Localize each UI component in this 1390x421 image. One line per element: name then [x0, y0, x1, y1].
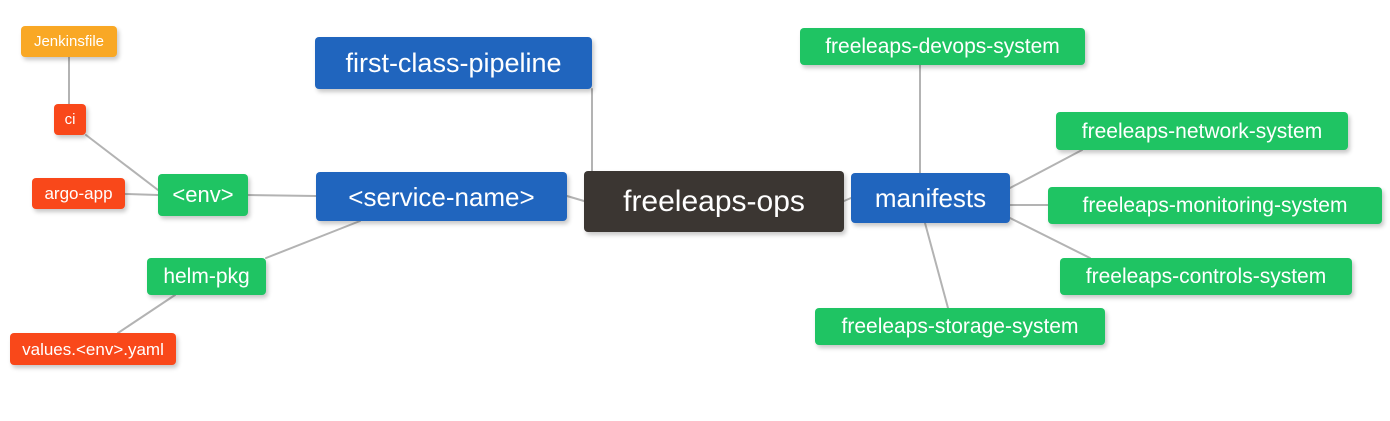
node-label-freeleaps-ops: freeleaps-ops — [623, 184, 805, 218]
node-label-freeleaps-network-system: freeleaps-network-system — [1081, 119, 1323, 143]
edge-freeleaps-ops-to-service-name — [566, 195, 585, 202]
node-env[interactable]: <env> — [158, 174, 248, 216]
node-label-freeleaps-monitoring-system: freeleaps-monitoring-system — [1082, 194, 1348, 217]
node-freeleaps-storage-system[interactable]: freeleaps-storage-system — [815, 308, 1105, 345]
edge-manifests-to-freeleaps-storage-system — [924, 222, 949, 309]
edge-freeleaps-ops-to-manifests — [843, 197, 852, 202]
edge-service-name-to-helm-pkg — [265, 220, 361, 259]
node-label-freeleaps-storage-system: freeleaps-storage-system — [841, 315, 1079, 338]
edge-helm-pkg-to-values-env-yaml — [117, 294, 176, 334]
node-freeleaps-ops[interactable]: freeleaps-ops — [584, 171, 844, 232]
edge-env-to-argo-app — [124, 193, 159, 196]
node-label-freeleaps-devops-system: freeleaps-devops-system — [825, 35, 1060, 58]
node-argo-app[interactable]: argo-app — [32, 178, 125, 209]
node-jenkinsfile[interactable]: Jenkinsfile — [21, 26, 117, 57]
node-helm-pkg[interactable]: helm-pkg — [147, 258, 266, 295]
node-service-name[interactable]: <service-name> — [316, 172, 567, 221]
node-freeleaps-network-system[interactable]: freeleaps-network-system — [1056, 112, 1348, 150]
node-label-first-class-pipeline: first-class-pipeline — [345, 47, 562, 78]
node-ci[interactable]: ci — [54, 104, 86, 135]
node-label-values-env-yaml: values.<env>.yaml — [22, 339, 164, 359]
node-label-freeleaps-controls-system: freeleaps-controls-system — [1085, 265, 1327, 288]
node-label-jenkinsfile: Jenkinsfile — [33, 33, 105, 50]
node-freeleaps-devops-system[interactable]: freeleaps-devops-system — [800, 28, 1085, 65]
node-label-env: <env> — [172, 182, 234, 207]
edge-manifests-to-freeleaps-controls-system — [1009, 217, 1091, 259]
node-label-helm-pkg: helm-pkg — [163, 265, 250, 288]
node-first-class-pipeline[interactable]: first-class-pipeline — [315, 37, 592, 89]
node-freeleaps-monitoring-system[interactable]: freeleaps-monitoring-system — [1048, 187, 1382, 224]
node-manifests[interactable]: manifests — [851, 173, 1010, 223]
node-label-argo-app: argo-app — [44, 184, 113, 203]
node-label-ci: ci — [64, 111, 76, 128]
edge-service-name-to-env — [247, 194, 317, 197]
edge-manifests-to-freeleaps-network-system — [1009, 149, 1083, 189]
node-label-service-name: <service-name> — [348, 181, 535, 212]
node-label-manifests: manifests — [874, 183, 987, 213]
node-values-env-yaml[interactable]: values.<env>.yaml — [10, 333, 176, 365]
node-freeleaps-controls-system[interactable]: freeleaps-controls-system — [1060, 258, 1352, 295]
